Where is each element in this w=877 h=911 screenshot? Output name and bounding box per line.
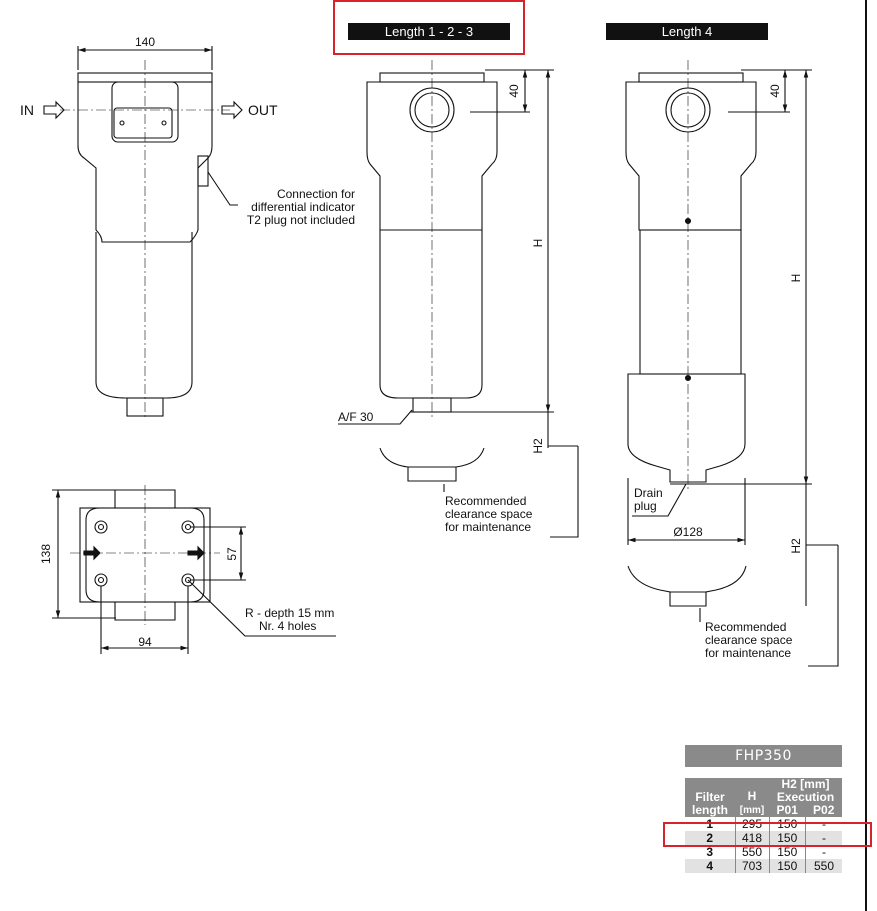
col-filter-line-1: Filter [695,790,725,804]
clearance-note-b-line-1: Recommended [705,620,786,634]
front-view [43,46,243,420]
clearance-note-b-line-2: clearance space [705,633,793,647]
col-filter-length: Filter length [685,778,735,817]
holes-note-line-1: R - depth 15 mm [245,606,334,620]
holes-note-line-2: Nr. 4 holes [259,619,316,633]
dim-140-label: 140 [135,35,155,49]
table-row: 3 550 150 - [685,845,842,859]
outlet-label: OUT [248,102,278,118]
cell-p02: - [804,831,842,845]
dim-40-a-label: 40 [507,84,521,98]
header-highlight-box [333,0,525,55]
cell-h: 703 [734,859,769,873]
table-row: 1 295 150 - [685,817,842,831]
dim-57-label: 57 [225,547,239,561]
header-length-1-2-3: Length 1 - 2 - 3 [348,23,510,40]
cell-h: 550 [734,845,769,859]
cell-p01: 150 [768,859,806,873]
connection-note-line-2: differential indicator [251,200,355,214]
inlet-label: IN [20,102,34,118]
header-length-4: Length 4 [606,23,768,40]
drain-plug-line-2: plug [634,499,657,513]
dim-h-b-label: H [789,274,803,283]
dim-h-a-label: H [531,239,545,248]
col-p01: P01 [769,804,806,817]
top-view [52,485,336,654]
cell-p02: 550 [804,859,842,873]
dim-138-label: 138 [39,544,53,564]
cell-p02: - [804,845,842,859]
dim-h2-a-label: H2 [531,438,545,454]
cell-p01: 150 [768,845,806,859]
clearance-note-a-line-1: Recommended [445,494,526,508]
cell-p01: 150 [768,831,806,845]
cell-length: 1 [706,817,714,831]
col-h2-header: H2 [mm] [769,778,842,791]
cell-length: 3 [706,845,714,859]
col-h-label: H [747,789,757,803]
dim-40-b-label: 40 [768,84,782,98]
side-view-length-1-2-3 [338,60,579,538]
cell-h: 418 [734,831,769,845]
af30-label: A/F 30 [338,410,374,424]
connection-note-line-3: T2 plug not included [247,213,355,227]
clearance-note-a-line-3: for maintenance [445,520,531,534]
dim-94-label: 94 [138,635,152,649]
cell-p02: - [804,817,842,831]
cell-p01: 150 [768,817,806,831]
diameter-128-label: Ø128 [673,525,703,539]
clearance-note-a-line-2: clearance space [445,507,533,521]
table-title: FHP350 [685,745,842,767]
table-row: 2 418 150 - [685,831,842,845]
page-border-line [865,0,867,911]
col-h: H [mm] [735,778,769,817]
col-filter-line-2: length [692,803,728,817]
dim-h2-b-label: H2 [789,538,803,554]
cell-h: 295 [734,817,769,831]
side-view-length-4 [625,60,839,667]
fhp350-table: FHP350 Filter length H [mm] H2 [mm] Exec… [685,745,842,873]
row-highlight-box [663,822,872,847]
drain-plug-line-1: Drain [634,486,663,500]
cell-length: 2 [685,831,735,845]
cell-length: 4 [685,859,735,873]
col-p02: P02 [805,804,842,817]
connection-note-line-1: Connection for [277,187,355,201]
table-row: 4 703 150 550 [685,859,842,873]
col-h-unit: [mm] [739,805,765,816]
col-execution-header: Execution [769,791,842,804]
clearance-note-b-line-3: for maintenance [705,646,791,660]
